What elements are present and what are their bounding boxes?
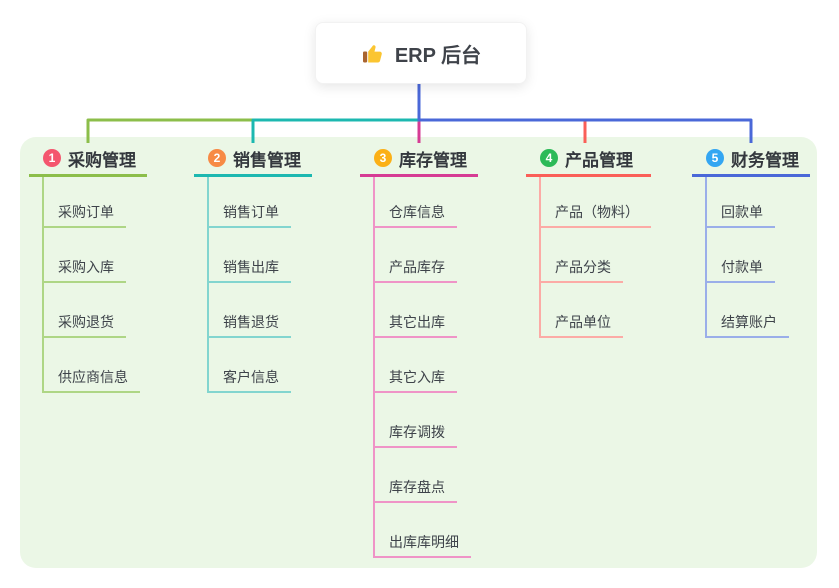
child-node-product-2[interactable]: 产品分类 xyxy=(541,228,623,283)
branch-sales: 2 销售管理 销售订单销售出库销售退货客户信息 xyxy=(194,146,312,393)
child-node-inventory-7[interactable]: 出库库明细 xyxy=(375,503,471,558)
branch-header[interactable]: 3 库存管理 xyxy=(360,146,478,177)
child-label: 出库库明细 xyxy=(389,534,459,550)
child-node-purchase-3[interactable]: 采购退货 xyxy=(44,283,126,338)
branch-index-badge: 2 xyxy=(208,149,226,167)
child-label: 产品分类 xyxy=(555,259,611,275)
branch-header[interactable]: 5 财务管理 xyxy=(692,146,810,177)
child-label: 产品单位 xyxy=(555,314,611,330)
child-label: 供应商信息 xyxy=(58,369,128,385)
branch-header[interactable]: 1 采购管理 xyxy=(29,146,147,177)
branch-finance: 5 财务管理 回款单付款单结算账户 xyxy=(692,146,810,338)
child-label: 采购入库 xyxy=(58,259,114,275)
child-node-inventory-5[interactable]: 库存调拨 xyxy=(375,393,457,448)
branch-inventory: 3 库存管理 仓库信息产品库存其它出库其它入库库存调拨库存盘点出库库明细 xyxy=(360,146,478,558)
child-node-purchase-1[interactable]: 采购订单 xyxy=(44,177,126,228)
child-node-inventory-1[interactable]: 仓库信息 xyxy=(375,177,457,228)
child-label: 产品（物料） xyxy=(555,204,639,220)
child-label: 库存调拨 xyxy=(389,424,445,440)
branch-index-badge: 1 xyxy=(43,149,61,167)
child-node-purchase-4[interactable]: 供应商信息 xyxy=(44,338,140,393)
branch-index-badge: 3 xyxy=(374,149,392,167)
branch-header[interactable]: 4 产品管理 xyxy=(526,146,651,177)
branch-label: 采购管理 xyxy=(68,150,136,170)
child-label: 销售出库 xyxy=(223,259,279,275)
branch-header[interactable]: 2 销售管理 xyxy=(194,146,312,177)
branch-children: 采购订单采购入库采购退货供应商信息 xyxy=(42,177,147,393)
root-node-erp[interactable]: ERP 后台 xyxy=(315,22,527,84)
branch-index-badge: 4 xyxy=(540,149,558,167)
child-label: 产品库存 xyxy=(389,259,445,275)
child-label: 付款单 xyxy=(721,259,763,275)
branches-panel xyxy=(20,137,817,568)
child-node-inventory-4[interactable]: 其它入库 xyxy=(375,338,457,393)
child-node-inventory-6[interactable]: 库存盘点 xyxy=(375,448,457,503)
child-label: 仓库信息 xyxy=(389,204,445,220)
child-label: 库存盘点 xyxy=(389,479,445,495)
child-label: 采购退货 xyxy=(58,314,114,330)
child-label: 结算账户 xyxy=(721,314,777,330)
branch-label: 库存管理 xyxy=(399,150,467,170)
branch-purchase: 1 采购管理 采购订单采购入库采购退货供应商信息 xyxy=(29,146,147,393)
child-node-sales-1[interactable]: 销售订单 xyxy=(209,177,291,228)
branch-label: 财务管理 xyxy=(731,150,799,170)
child-node-purchase-2[interactable]: 采购入库 xyxy=(44,228,126,283)
branch-label: 销售管理 xyxy=(233,150,301,170)
child-node-product-1[interactable]: 产品（物料） xyxy=(541,177,651,228)
child-node-product-3[interactable]: 产品单位 xyxy=(541,283,623,338)
child-label: 其它入库 xyxy=(389,369,445,385)
child-node-finance-1[interactable]: 回款单 xyxy=(707,177,775,228)
branch-product: 4 产品管理 产品（物料） 产品分类产品单位 xyxy=(526,146,651,338)
child-label: 客户信息 xyxy=(223,369,279,385)
branch-label: 产品管理 xyxy=(565,150,633,170)
child-label: 其它出库 xyxy=(389,314,445,330)
thumbs-up-icon xyxy=(361,41,385,65)
child-label: 销售订单 xyxy=(223,204,279,220)
child-node-sales-3[interactable]: 销售退货 xyxy=(209,283,291,338)
branch-index-badge: 5 xyxy=(706,149,724,167)
child-node-sales-4[interactable]: 客户信息 xyxy=(209,338,291,393)
branch-children: 回款单付款单结算账户 xyxy=(705,177,810,338)
child-label: 采购订单 xyxy=(58,204,114,220)
child-node-finance-3[interactable]: 结算账户 xyxy=(707,283,789,338)
branch-children: 产品（物料） 产品分类产品单位 xyxy=(539,177,651,338)
child-node-inventory-2[interactable]: 产品库存 xyxy=(375,228,457,283)
child-node-finance-2[interactable]: 付款单 xyxy=(707,228,775,283)
child-label: 销售退货 xyxy=(223,314,279,330)
child-label: 回款单 xyxy=(721,204,763,220)
child-node-sales-2[interactable]: 销售出库 xyxy=(209,228,291,283)
child-node-inventory-3[interactable]: 其它出库 xyxy=(375,283,457,338)
branch-children: 销售订单销售出库销售退货客户信息 xyxy=(207,177,312,393)
root-title: ERP 后台 xyxy=(394,44,482,67)
branch-children: 仓库信息产品库存其它出库其它入库库存调拨库存盘点出库库明细 xyxy=(373,177,478,558)
